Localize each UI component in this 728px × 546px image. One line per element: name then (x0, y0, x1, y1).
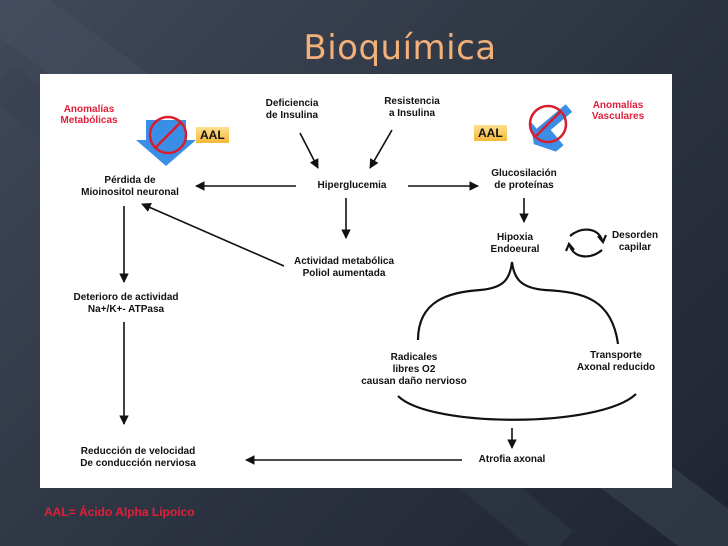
deterioro-node: Deterioro de actividad Na+/K+- ATPasa (73, 292, 179, 315)
cycle-icon (564, 228, 608, 258)
deficiencia-node: Deficiencia de Insulina (265, 98, 319, 121)
resistencia-node: Resistencia a Insulina (384, 96, 440, 119)
anomalias-vasculares-label: Anomalías Vasculares (591, 100, 645, 122)
hipoxia-node: Hipoxia Endoeural (490, 232, 540, 255)
arrow-resistencia-hiperglucemia (369, 129, 393, 169)
transporte-node: Transporte Axonal reducido (576, 350, 656, 373)
radicales-node: Radicales libres O2 causan daño nervioso (361, 352, 467, 387)
hiperglucemia-node: Hiperglucemia (317, 180, 387, 191)
footer-legend: AAL= Ácido Alpha Lipoico (44, 505, 195, 519)
glucosilacion-node: Glucosilación de proteínas (491, 168, 557, 191)
aal-right-label: AAL (474, 125, 507, 141)
reduccion-node: Reducción de velocidad De conducción ner… (80, 446, 196, 469)
anomalias-metabolicas-label: Anomalías Metabólicas (60, 104, 118, 126)
arrow-actividad-perdida (141, 203, 285, 267)
blue-arrow-left (136, 120, 196, 166)
perdida-node: Pérdida de Mioinositol neuronal (81, 175, 179, 198)
desorden-node: Desorden capilar (611, 230, 659, 253)
no-sign-left (148, 115, 188, 155)
aal-left-label: AAL (196, 127, 229, 143)
atrofia-node: Atrofia axonal (478, 454, 546, 465)
no-sign-right (528, 104, 568, 144)
actividad-node: Actividad metabólica Poliol aumentada (293, 256, 395, 279)
bottom-arc (397, 393, 637, 421)
split-brace (416, 261, 620, 345)
arrow-deficiencia-hiperglucemia (299, 132, 319, 169)
slide-title: Bioquímica (303, 28, 497, 68)
